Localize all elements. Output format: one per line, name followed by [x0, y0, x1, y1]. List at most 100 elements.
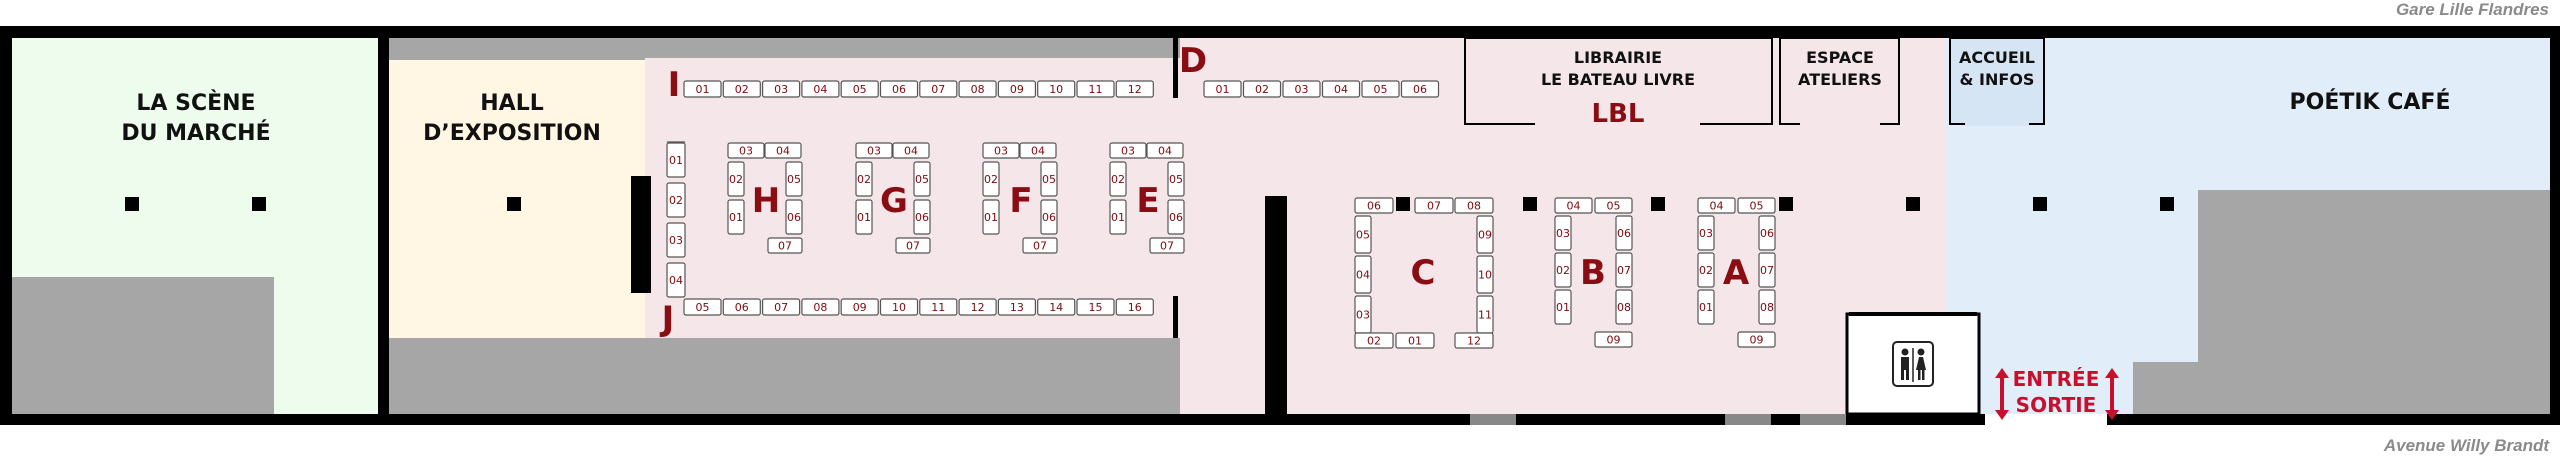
- stand-I-03[interactable]: 03: [761, 80, 801, 98]
- stand-B-04[interactable]: 04: [1554, 197, 1593, 214]
- stand-col-01[interactable]: 01: [666, 142, 686, 178]
- stand-A-09[interactable]: 09: [1737, 331, 1776, 348]
- stand-G-01[interactable]: 01: [855, 199, 873, 235]
- stand-I-10[interactable]: 10: [1037, 80, 1076, 98]
- stand-J-14[interactable]: 14: [1037, 298, 1076, 316]
- stand-H-05[interactable]: 05: [785, 161, 803, 197]
- stand-C-05[interactable]: 05: [1354, 215, 1372, 254]
- stand-J-11[interactable]: 11: [919, 298, 958, 316]
- stand-D-01[interactable]: 01: [1203, 80, 1242, 98]
- stand-B-06[interactable]: 06: [1615, 215, 1633, 251]
- stand-I-04[interactable]: 04: [801, 80, 840, 98]
- entrance-door[interactable]: [1985, 414, 2107, 426]
- stand-J-16[interactable]: 16: [1115, 298, 1154, 316]
- stand-J-12[interactable]: 12: [958, 298, 997, 316]
- stand-B-01[interactable]: 01: [1554, 289, 1572, 325]
- stand-B-07[interactable]: 07: [1615, 252, 1633, 288]
- stand-J-15[interactable]: 15: [1076, 298, 1115, 316]
- stand-C-09[interactable]: 09: [1476, 215, 1494, 254]
- stand-C-01[interactable]: 01: [1395, 332, 1435, 349]
- stand-B-02[interactable]: 02: [1554, 252, 1572, 288]
- stand-E-03[interactable]: 03: [1109, 142, 1147, 159]
- stand-F-07[interactable]: 07: [1022, 237, 1058, 254]
- stand-H-04[interactable]: 04: [764, 142, 802, 159]
- stand-D-04[interactable]: 04: [1321, 80, 1361, 98]
- stand-J-05[interactable]: 05: [683, 298, 722, 316]
- stand-I-07[interactable]: 07: [919, 80, 958, 98]
- stand-E-07[interactable]: 07: [1149, 237, 1185, 254]
- stand-I-11[interactable]: 11: [1076, 80, 1115, 98]
- stand-D-06[interactable]: 06: [1400, 80, 1440, 98]
- stand-A-07[interactable]: 07: [1758, 252, 1776, 288]
- stand-B-08[interactable]: 08: [1615, 289, 1633, 325]
- stand-G-05[interactable]: 05: [913, 161, 931, 197]
- stand-number: 02: [1111, 173, 1125, 186]
- stand-E-02[interactable]: 02: [1109, 161, 1127, 197]
- stand-B-09[interactable]: 09: [1594, 331, 1633, 348]
- stand-F-02[interactable]: 02: [982, 161, 1000, 197]
- stand-A-05[interactable]: 05: [1737, 197, 1776, 214]
- stand-I-05[interactable]: 05: [840, 80, 879, 98]
- stand-C-11[interactable]: 11: [1476, 295, 1494, 334]
- stand-col-04[interactable]: 04: [666, 262, 686, 298]
- stand-G-04[interactable]: 04: [892, 142, 930, 159]
- stand-col-03[interactable]: 03: [666, 222, 686, 258]
- stand-E-05[interactable]: 05: [1167, 161, 1185, 197]
- stand-C-04[interactable]: 04: [1354, 255, 1372, 294]
- stand-C-07[interactable]: 07: [1414, 197, 1454, 214]
- stand-C-02[interactable]: 02: [1354, 332, 1394, 349]
- stand-F-04[interactable]: 04: [1019, 142, 1057, 159]
- stand-D-03[interactable]: 03: [1282, 80, 1321, 98]
- stand-col-02[interactable]: 02: [666, 182, 686, 218]
- stand-J-13[interactable]: 13: [997, 298, 1037, 316]
- stand-G-06[interactable]: 06: [913, 199, 931, 235]
- stand-E-01[interactable]: 01: [1109, 199, 1127, 235]
- stand-J-09[interactable]: 09: [840, 298, 879, 316]
- stand-J-06[interactable]: 06: [722, 298, 761, 316]
- stand-B-05[interactable]: 05: [1594, 197, 1633, 214]
- stand-F-06[interactable]: 06: [1040, 199, 1058, 235]
- stand-H-01[interactable]: 01: [727, 199, 745, 235]
- stand-G-03[interactable]: 03: [855, 142, 893, 159]
- stand-D-05[interactable]: 05: [1361, 80, 1400, 98]
- stand-J-10[interactable]: 10: [879, 298, 919, 316]
- stand-C-10[interactable]: 10: [1476, 255, 1494, 294]
- stand-I-12[interactable]: 12: [1115, 80, 1154, 98]
- stand-C-06[interactable]: 06: [1354, 197, 1394, 214]
- stand-A-04[interactable]: 04: [1697, 197, 1736, 214]
- stand-number: 01: [1699, 301, 1713, 314]
- gray-block: [2133, 362, 2550, 414]
- stand-H-02[interactable]: 02: [727, 161, 745, 197]
- stand-I-01[interactable]: 01: [683, 80, 722, 98]
- stand-A-03[interactable]: 03: [1697, 215, 1715, 251]
- stand-I-02[interactable]: 02: [722, 80, 761, 98]
- stand-A-08[interactable]: 08: [1758, 289, 1776, 325]
- stand-E-04[interactable]: 04: [1146, 142, 1184, 159]
- stand-A-02[interactable]: 02: [1697, 252, 1715, 288]
- stand-G-02[interactable]: 02: [855, 161, 873, 197]
- stand-C-12[interactable]: 12: [1454, 332, 1494, 349]
- stand-E-06[interactable]: 06: [1167, 199, 1185, 235]
- stand-H-06[interactable]: 06: [785, 199, 803, 235]
- stand-I-06[interactable]: 06: [879, 80, 919, 98]
- stand-F-05[interactable]: 05: [1040, 161, 1058, 197]
- stand-H-07[interactable]: 07: [767, 237, 803, 254]
- stand-H-03[interactable]: 03: [727, 142, 765, 159]
- stand-C-03[interactable]: 03: [1354, 295, 1372, 334]
- stand-J-08[interactable]: 08: [801, 298, 840, 316]
- stand-C-08[interactable]: 08: [1454, 197, 1494, 214]
- stand-A-01[interactable]: 01: [1697, 289, 1715, 325]
- stand-number: 06: [915, 211, 929, 224]
- stand-F-03[interactable]: 03: [982, 142, 1020, 159]
- stand-F-01[interactable]: 01: [982, 199, 1000, 235]
- stand-number: 05: [1607, 200, 1621, 213]
- stand-number: 04: [1334, 83, 1348, 96]
- stand-number: 05: [1374, 83, 1388, 96]
- stand-D-02[interactable]: 02: [1242, 80, 1282, 98]
- stand-A-06[interactable]: 06: [1758, 215, 1776, 251]
- stand-B-03[interactable]: 03: [1554, 215, 1572, 251]
- stand-J-07[interactable]: 07: [761, 298, 801, 316]
- stand-G-07[interactable]: 07: [895, 237, 931, 254]
- stand-I-08[interactable]: 08: [958, 80, 997, 98]
- stand-I-09[interactable]: 09: [997, 80, 1037, 98]
